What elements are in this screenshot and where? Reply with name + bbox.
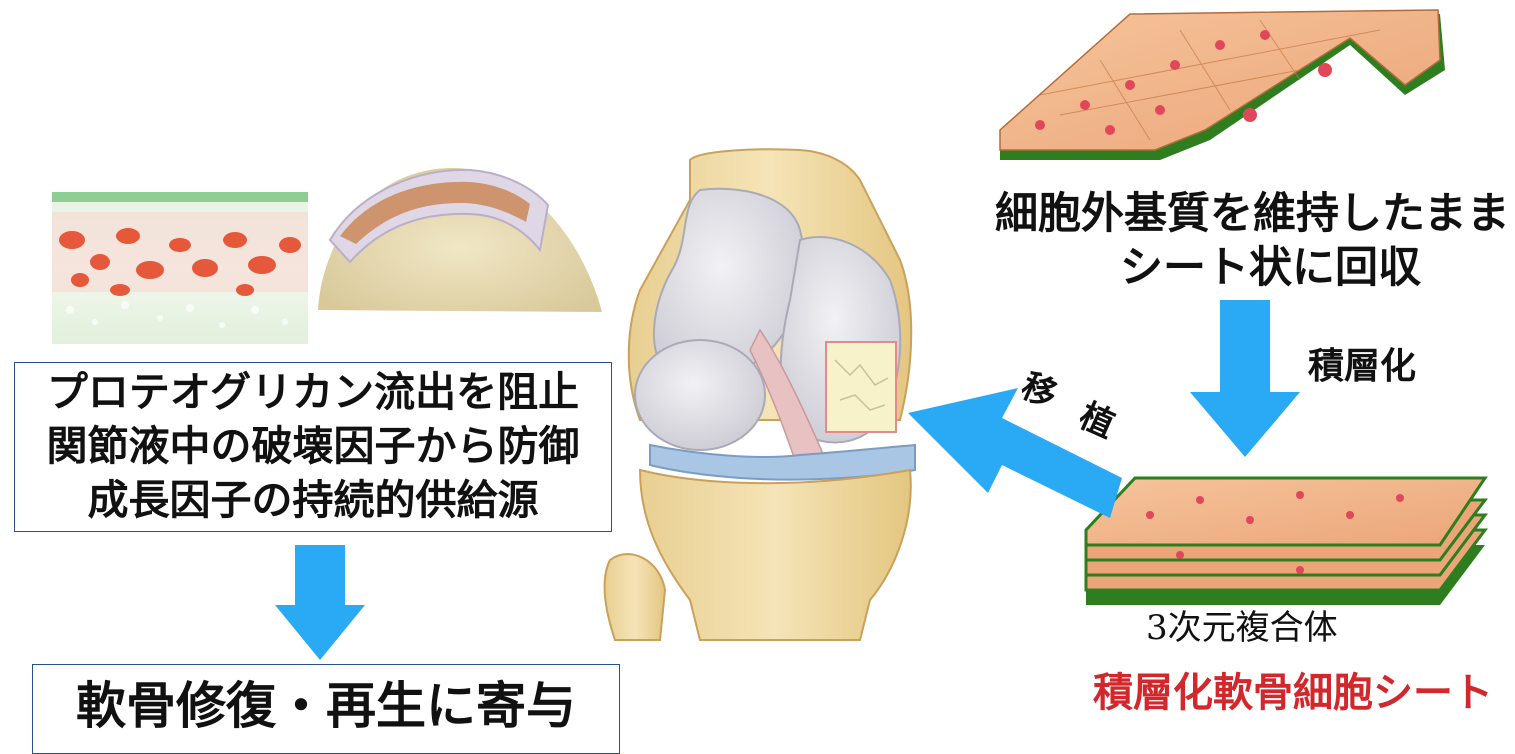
sheet-caption-line-1: 細胞外基質を維持したまま [995,186,1510,242]
result-text: 軟骨修復・再生に寄与 [33,673,619,739]
down-arrow-right-icon [1190,300,1300,457]
product-title: 積層化軟骨細胞シート [1093,664,1493,722]
result-box: 軟骨修復・再生に寄与 [32,664,620,754]
composite-label: 3次元複合体 [1146,605,1338,651]
cartilage-dome-image [318,168,602,312]
benefit-line-3: 成長因子の持続的供給源 [15,474,611,527]
knee-joint-image [605,149,915,640]
stacking-label: 積層化 [1308,343,1416,391]
stacked-sheets-image [1086,478,1485,605]
down-arrow-left-icon [275,545,365,660]
sheet-caption-line-2: シート状に回収 [1120,240,1421,296]
histology-image [52,192,308,344]
benefit-line-2: 関節液中の破壊因子から防御 [15,420,611,473]
benefits-box: プロテオグリカン流出を阻止 関節液中の破壊因子から防御 成長因子の持続的供給源 [14,362,612,532]
benefit-line-1: プロテオグリカン流出を阻止 [15,366,611,419]
cell-sheet-image [1000,10,1445,160]
